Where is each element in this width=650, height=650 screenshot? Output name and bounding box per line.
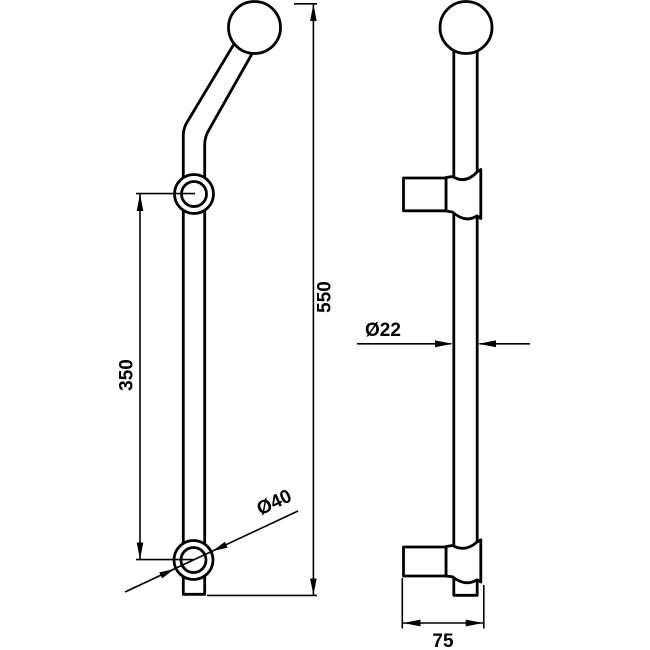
dim-label-bracket-depth: 75 <box>432 631 454 650</box>
side-view <box>402 0 494 597</box>
top-bracket-plate <box>402 176 448 213</box>
dim-label-overall-height: 550 <box>315 281 336 313</box>
bottom-bracket-plate <box>402 545 448 578</box>
bottom-bracket-clamp <box>444 538 483 585</box>
arrow-550-bottom-icon <box>310 578 317 595</box>
arrow-22-right-icon <box>478 340 496 348</box>
arrow-350-top-icon <box>136 194 144 211</box>
side-view-dimensions: Ø22 75 <box>357 320 530 650</box>
arrow-40-upper-icon <box>212 541 228 551</box>
dim-label-flange-spacing: 350 <box>117 359 138 391</box>
handle-ball-front-icon <box>227 0 282 55</box>
arrow-350-bottom-icon <box>136 542 144 560</box>
arrow-22-left-icon <box>435 340 453 348</box>
arrow-40-lower-icon <box>159 569 175 579</box>
dim-label-tube-diameter: Ø22 <box>365 320 401 341</box>
leader-line-40 <box>124 510 299 593</box>
top-bracket-clamp <box>444 168 483 221</box>
arrow-75-right-icon <box>465 619 484 627</box>
rail-tube-side <box>452 28 479 597</box>
rail-tube-front <box>181 40 255 596</box>
arrow-550-top-icon <box>310 4 317 21</box>
handle-ball-side-icon <box>438 0 494 55</box>
arrow-75-left-icon <box>403 619 421 627</box>
